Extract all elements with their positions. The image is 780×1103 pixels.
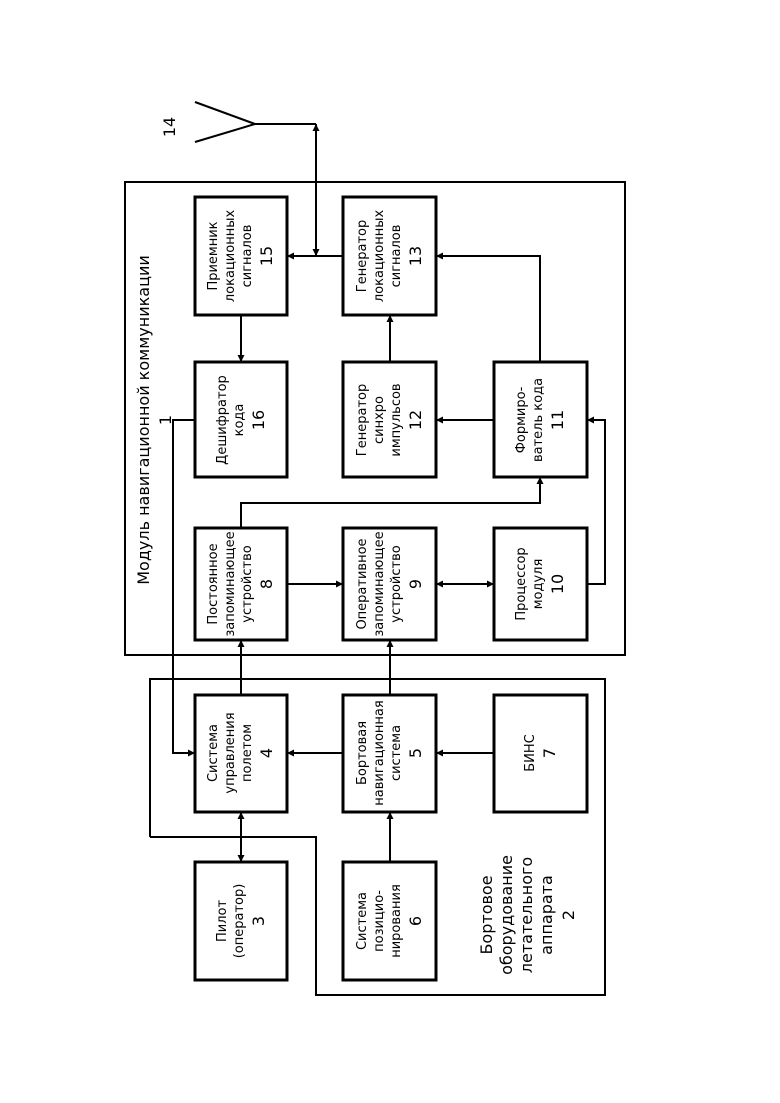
block-3-pilot: Пилот (оператор) 3	[195, 862, 287, 980]
svg-text:импульсов: импульсов	[389, 383, 404, 456]
svg-text:Процессор: Процессор	[514, 547, 529, 620]
svg-text:позицио-: позицио-	[372, 890, 387, 952]
block-7-bins: БИНС 7	[494, 695, 587, 812]
svg-text:4: 4	[257, 748, 276, 758]
block-8-rom: Постоянное запоминающее устройство 8	[195, 528, 287, 640]
svg-text:10: 10	[548, 574, 567, 594]
svg-text:Генератор: Генератор	[355, 384, 370, 456]
link-8-11	[241, 477, 540, 528]
svg-text:устройство: устройство	[389, 545, 404, 622]
block-15-location-signal-receiver: Приемник локационных сигналов 15	[195, 197, 287, 315]
svg-text:сигналов: сигналов	[240, 225, 255, 288]
svg-text:Система: Система	[206, 724, 221, 782]
svg-text:ватель кода: ватель кода	[531, 378, 546, 462]
svg-text:16: 16	[249, 410, 268, 430]
svg-text:Система: Система	[355, 892, 370, 950]
svg-text:12: 12	[406, 410, 425, 430]
svg-text:Формиро-: Формиро-	[514, 386, 529, 453]
block-11-code-former: Формиро- ватель кода 11	[494, 362, 587, 477]
block-6-positioning: Система позицио- нирования 6	[343, 862, 436, 980]
svg-text:Генератор: Генератор	[355, 220, 370, 292]
svg-text:локационных: локационных	[372, 210, 387, 303]
svg-text:кода: кода	[232, 404, 247, 437]
svg-text:устройство: устройство	[240, 545, 255, 622]
svg-text:8: 8	[257, 579, 276, 589]
block-5-onboard-navigation: Бортовая навигационная система 5	[343, 695, 436, 812]
svg-text:5: 5	[406, 748, 425, 758]
svg-text:система: система	[389, 725, 404, 781]
svg-text:7: 7	[540, 748, 559, 758]
svg-text:нирования: нирования	[389, 884, 404, 958]
svg-text:Приемник: Приемник	[206, 221, 221, 290]
svg-text:15: 15	[257, 246, 276, 266]
block-10-processor: Процессор модуля 10	[494, 528, 587, 640]
link-11-13	[436, 256, 540, 362]
svg-text:Постоянное: Постоянное	[206, 543, 221, 624]
svg-text:запоминающее: запоминающее	[372, 531, 387, 636]
svg-text:запоминающее: запоминающее	[223, 531, 238, 636]
block-9-ram: Оперативное запоминающее устройство 9	[343, 528, 436, 640]
antenna-icon	[195, 102, 316, 142]
svg-text:синхро: синхро	[372, 396, 387, 444]
antenna-number: 14	[160, 117, 179, 137]
link-10-11	[587, 420, 605, 584]
block-13-location-signal-generator: Генератор локационных сигналов 13	[343, 197, 436, 315]
link-16-4	[173, 420, 195, 753]
svg-text:полетом: полетом	[240, 724, 255, 782]
svg-text:Бортовая: Бортовая	[355, 721, 370, 785]
svg-text:Дешифратор: Дешифратор	[215, 375, 230, 465]
svg-text:6: 6	[406, 916, 425, 926]
svg-text:11: 11	[548, 410, 567, 430]
svg-text:13: 13	[406, 246, 425, 266]
svg-text:9: 9	[406, 579, 425, 589]
svg-text:локационных: локационных	[223, 210, 238, 303]
svg-text:аппарата: аппарата	[537, 875, 556, 955]
equipment-label: Бортовое оборудование летательного аппар…	[477, 855, 578, 975]
svg-text:навигационная: навигационная	[372, 700, 387, 805]
svg-text:управления: управления	[223, 712, 238, 793]
block-12-sync-generator: Генератор синхро импульсов 12	[343, 362, 436, 477]
svg-text:летательного: летательного	[517, 857, 536, 973]
block-4-flight-control: Система управления полетом 4	[195, 695, 287, 812]
svg-text:БИНС: БИНС	[523, 734, 538, 772]
svg-text:(оператор): (оператор)	[232, 884, 247, 959]
svg-text:2: 2	[559, 910, 578, 920]
svg-text:оборудование: оборудование	[497, 855, 516, 975]
block-16-code-decoder: Дешифратор кода 16	[195, 362, 287, 477]
svg-text:Оперативное: Оперативное	[355, 538, 370, 629]
svg-text:сигналов: сигналов	[389, 225, 404, 288]
svg-text:Пилот: Пилот	[215, 900, 230, 942]
module-label: Модуль навигационной коммуникации 1	[134, 255, 175, 585]
svg-text:модуля: модуля	[531, 559, 546, 610]
svg-text:Бортовое: Бортовое	[477, 875, 496, 954]
svg-text:Модуль навигационной коммуника: Модуль навигационной коммуникации	[134, 255, 153, 585]
svg-text:3: 3	[249, 916, 268, 926]
